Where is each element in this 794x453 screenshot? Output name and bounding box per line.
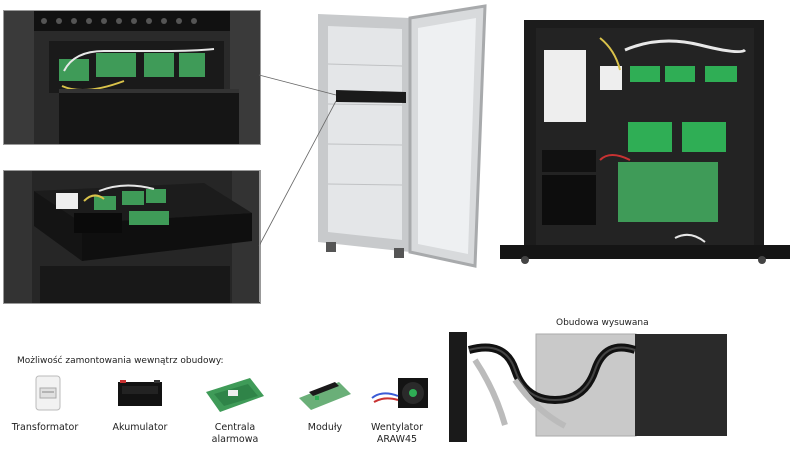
alarm-panel-icon	[206, 378, 264, 412]
housing-interior-photo	[500, 10, 790, 268]
item-label-alarm-panel: Centrala alarmowa	[211, 422, 259, 445]
item-label-module: Moduły	[307, 422, 343, 433]
item-transformer	[18, 372, 78, 416]
module-icon	[299, 382, 351, 410]
fan-icon	[371, 378, 428, 408]
mounting-caption: Możliwość zamontowania wewnątrz obudowy:	[17, 356, 224, 366]
item-label-battery: Akumulator	[112, 422, 168, 433]
item-label-fan: Wentylator ARAW45	[371, 422, 423, 445]
drawer-title: Obudowa wysuwana	[556, 318, 649, 328]
sliding-housing-photo	[445, 330, 735, 445]
item-module	[295, 372, 355, 416]
rack-tray-closeup-photo	[3, 10, 261, 145]
rack-cabinet-photo	[310, 4, 490, 272]
item-alarm-panel	[200, 372, 270, 416]
transformer-icon	[35, 375, 61, 411]
battery-icon	[118, 380, 162, 406]
item-label-transformer: Transformator	[11, 422, 79, 433]
rack-drawer-photo	[3, 170, 261, 304]
item-fan	[368, 372, 438, 416]
item-battery	[110, 372, 170, 416]
